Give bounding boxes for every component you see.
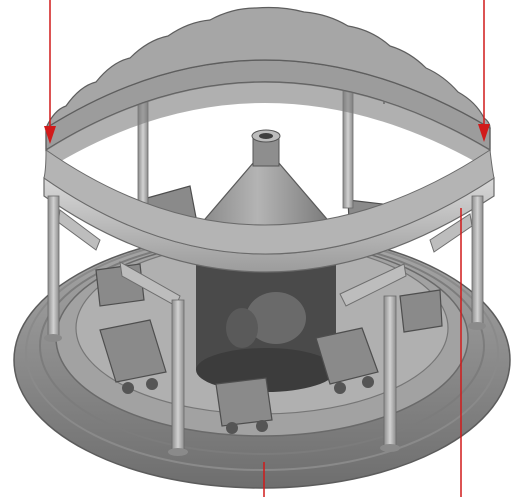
front-band — [43, 149, 495, 273]
pointer-left-arrow — [44, 0, 56, 144]
scalloped-crest — [44, 6, 491, 130]
pointer-annotations — [44, 0, 490, 497]
pointer-right-arrow — [478, 0, 490, 142]
front-posts — [44, 195, 486, 456]
car-wheels — [122, 376, 374, 434]
